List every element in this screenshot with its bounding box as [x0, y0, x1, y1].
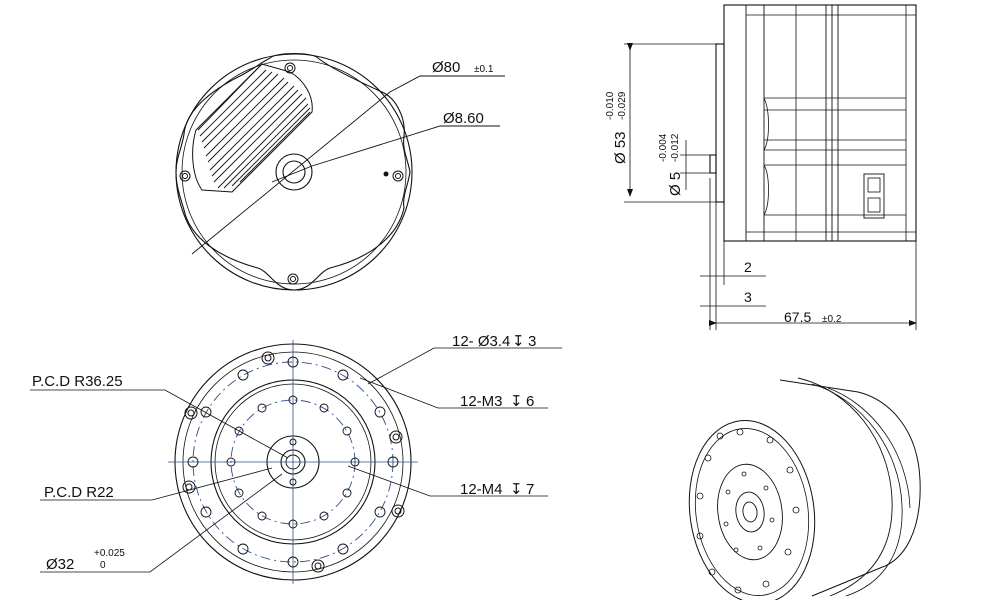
front-m4-markers	[226, 395, 360, 529]
dim-len-675: 67.5	[784, 309, 811, 325]
dim-dia-5-tol-upper: -0.004	[658, 133, 669, 162]
dim-dia-32: Ø32	[46, 556, 74, 573]
dim-pcd-outer: P.C.D R36.25	[32, 373, 123, 390]
isometric-view	[688, 377, 921, 600]
dim-dia-53: Ø 53	[612, 131, 629, 164]
dim-dia-80: Ø80	[432, 59, 460, 76]
dim-dia-32-tol-lower: 0	[100, 560, 106, 571]
iso-holes	[696, 428, 800, 594]
depth-icon: ↧	[510, 393, 523, 410]
dim-holes-outer-depth: 3	[528, 333, 536, 350]
dim-dia-80-tol: ±0.1	[474, 64, 494, 75]
side-shaft	[709, 154, 717, 174]
iso-flange-face	[688, 419, 816, 600]
front-outer-holes	[182, 351, 405, 573]
side-body-outline	[723, 4, 917, 242]
top-view	[175, 52, 505, 291]
top-hub-circle	[275, 153, 313, 191]
dim-dia-5-tol-lower: -0.012	[670, 133, 681, 162]
dim-pcd-inner: P.C.D R22	[44, 484, 114, 501]
side-view	[624, 4, 917, 330]
side-front-step	[715, 43, 725, 203]
dim-dia-32-tol-upper: +0.025	[94, 548, 125, 559]
depth-icon: ↧	[512, 333, 525, 350]
dim-m4: 12-M4	[460, 481, 503, 498]
cooling-fins	[192, 63, 313, 193]
side-dimensions	[624, 43, 917, 330]
top-mount-holes	[179, 62, 404, 285]
dim-len-3: 3	[744, 289, 752, 305]
front-view	[30, 340, 562, 584]
iso-body-outline	[779, 379, 921, 597]
front-m3-markers	[187, 356, 399, 568]
side-connector	[863, 173, 885, 219]
dim-dia-53-tol-upper: -0.010	[605, 91, 616, 120]
dim-leader-80	[191, 75, 505, 255]
dim-dia-5: Ø 5	[667, 172, 684, 196]
dim-len-2: 2	[744, 259, 752, 275]
dim-m4-depth: 7	[526, 481, 534, 498]
dim-dia-860: Ø8.60	[443, 110, 484, 127]
top-bore-circle	[282, 160, 306, 184]
top-flange-outline	[175, 52, 411, 291]
dim-leader-860	[271, 125, 500, 183]
dim-holes-outer: 12- Ø3.4	[452, 333, 510, 350]
depth-icon: ↧	[510, 481, 523, 498]
front-leaders	[30, 347, 562, 573]
dim-m3: 12-M3	[460, 393, 503, 410]
dim-len-675-tol: ±0.2	[822, 314, 842, 325]
dim-dia-53-tol-lower: -0.029	[617, 91, 628, 120]
dim-m3-depth: 6	[526, 393, 534, 410]
